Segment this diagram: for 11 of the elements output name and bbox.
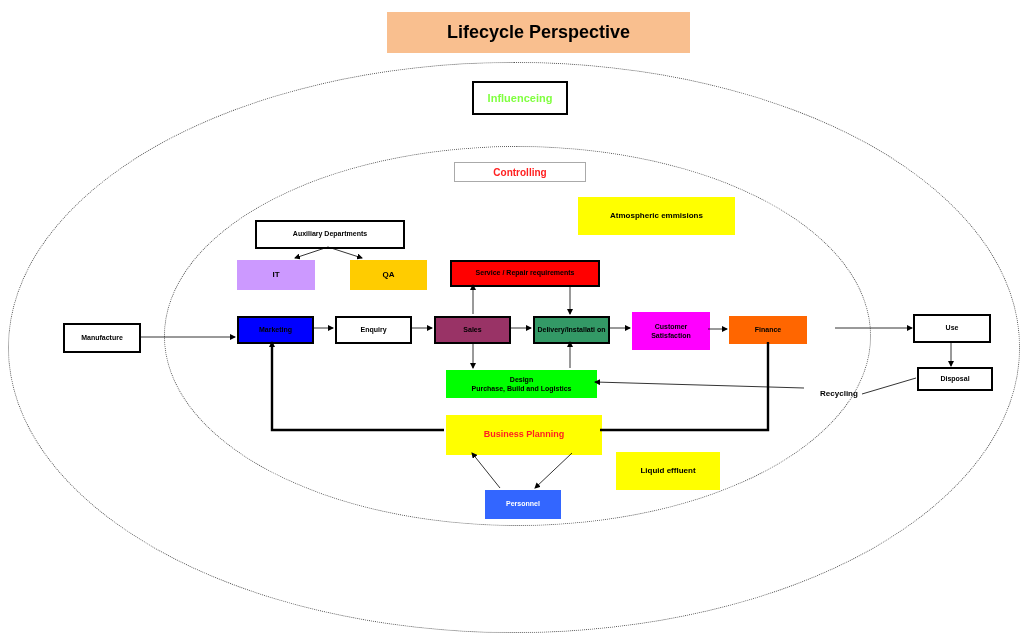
node-label: Recycling (814, 386, 864, 402)
process-box: Liquid effluent (616, 452, 720, 490)
title-banner: Lifecycle Perspective (387, 12, 690, 53)
process-box: QA (350, 260, 427, 290)
process-box: Atmospheric emmisions (578, 197, 735, 235)
process-box (446, 370, 597, 398)
arrow (269, 341, 444, 432)
label-box: Controlling (454, 162, 586, 182)
label-box: Influenceing (472, 81, 568, 115)
process-box: IT (237, 260, 315, 290)
process-box: Business Planning (446, 415, 602, 455)
